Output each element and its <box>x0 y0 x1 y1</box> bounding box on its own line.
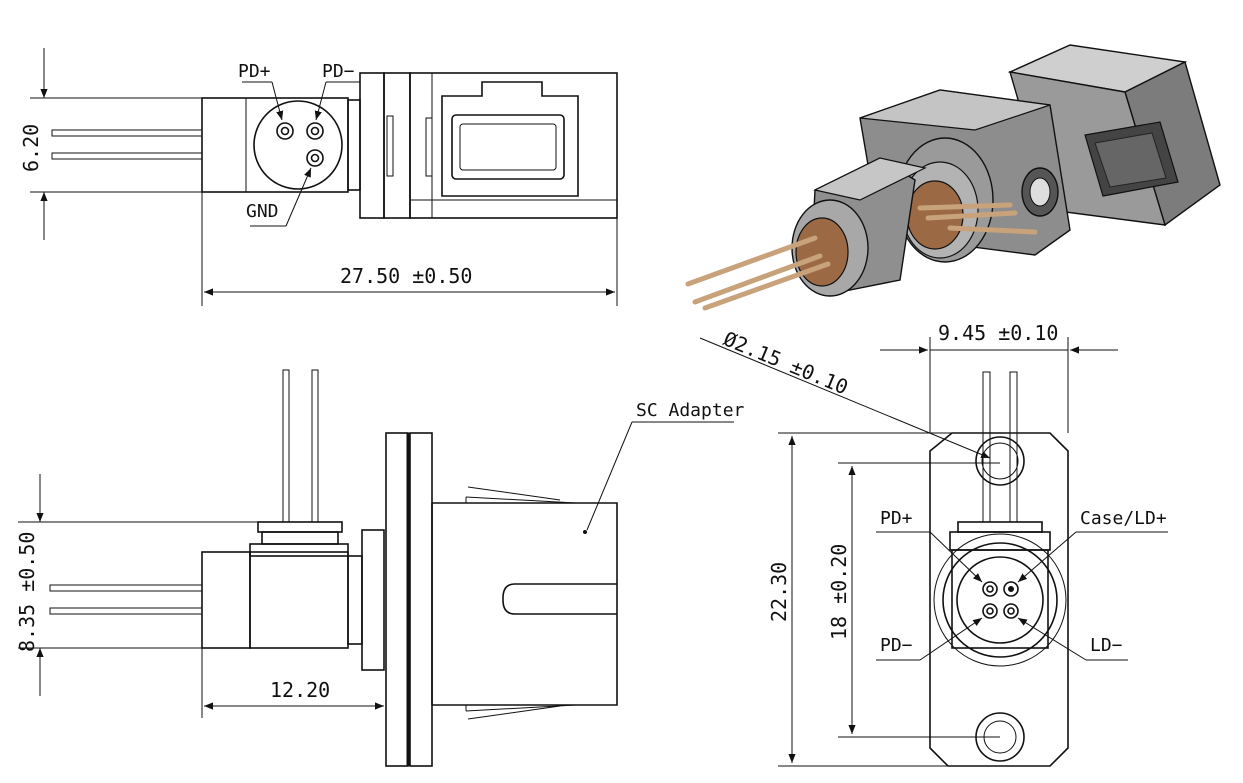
dim-side-height: 8.35 ±0.50 <box>15 532 39 652</box>
side-flange <box>385 432 409 767</box>
lead-pin <box>51 152 203 160</box>
front-pin-label-pd-plus: PD+ <box>880 508 913 529</box>
front-pin-label-pd-minus: PD− <box>880 635 913 656</box>
dim-side-length: 12.20 <box>270 678 330 702</box>
side-adapter-body <box>432 502 618 706</box>
dim-front-total-height: 22.30 <box>767 562 791 622</box>
dim-front-hole: Ø2.15 ±0.10 <box>720 326 852 399</box>
to-can-header <box>253 100 343 190</box>
label-sc-adapter: SC Adapter <box>636 400 745 421</box>
front-view: PD+ Case/LD+ PD− LD− 9.45 ±0.10 Ø2.15 ±0… <box>699 321 1168 767</box>
isometric-render <box>685 44 1221 311</box>
side-view: SC Adapter 8.35 ±0.50 12.20 <box>15 369 745 767</box>
pcb-header-lower <box>795 217 849 287</box>
dim-front-height: 18 ±0.20 <box>827 544 851 640</box>
pin-hole-gnd <box>306 149 324 167</box>
pin-hole-pd-minus <box>306 122 324 140</box>
front-flange <box>929 432 1069 767</box>
top-pin-label-pd-minus: PD− <box>322 61 355 82</box>
front-pin-label-ld-minus: LD− <box>1090 635 1123 656</box>
pin-hole-pd-plus <box>276 122 294 140</box>
dim-front-width: 9.45 ±0.10 <box>938 321 1058 345</box>
flange <box>359 72 385 219</box>
sc-port <box>451 114 565 180</box>
front-pin-label-case-ld-plus: Case/LD+ <box>1080 508 1167 529</box>
side-housing <box>201 551 251 649</box>
top-pin-label-pd-plus: PD+ <box>238 61 271 82</box>
dim-top-length: 27.50 ±0.50 <box>340 264 472 288</box>
front-header <box>956 556 1044 644</box>
top-pin-label-gnd: GND <box>246 201 279 222</box>
dim-top-height: 6.20 <box>19 124 43 172</box>
lead-pin <box>51 129 203 137</box>
top-view: PD+ PD− GND 6.20 27.50 ±0.50 <box>19 48 618 306</box>
sc-adapter-body <box>409 72 618 219</box>
